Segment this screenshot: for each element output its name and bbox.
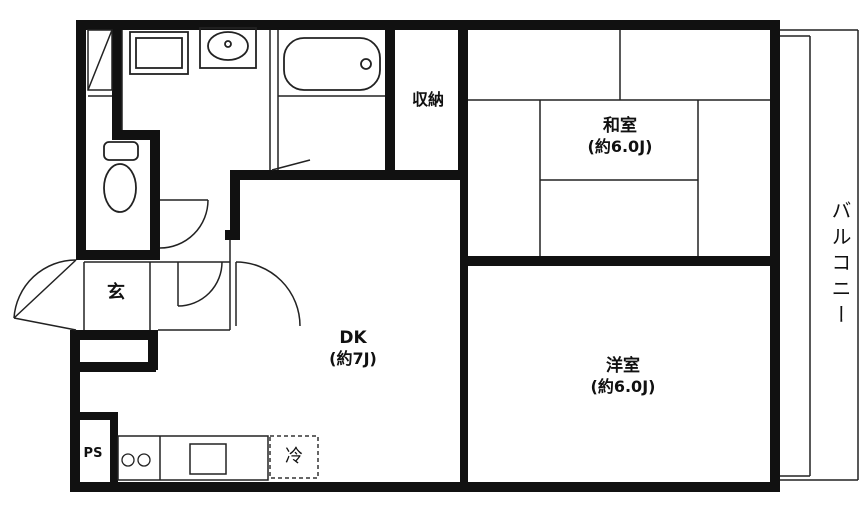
washitsu-label: 和室 (約6.0J) xyxy=(570,116,670,157)
balcony-outline xyxy=(780,29,859,481)
washbasin xyxy=(129,27,257,75)
dk-name: DK xyxy=(339,328,367,348)
washitsu-name: 和室 xyxy=(603,116,637,136)
detail-lines xyxy=(83,29,770,481)
kitchen-burner-label: OO xyxy=(120,449,156,465)
balcony-label: バルコニー xyxy=(828,200,852,330)
yoshitsu-name: 洋室 xyxy=(606,356,640,376)
interior-walls xyxy=(76,28,776,490)
kitchen-burner-marks xyxy=(121,453,151,467)
outer-walls xyxy=(70,20,780,492)
yoshitsu-size: (約6.0J) xyxy=(590,377,656,397)
toilet xyxy=(103,141,139,213)
washitsu-size: (約6.0J) xyxy=(587,137,653,157)
door-swings xyxy=(13,159,311,331)
yoshitsu-label: 洋室 (約6.0J) xyxy=(568,356,678,397)
bathtub xyxy=(283,37,381,91)
dk-size: (約7J) xyxy=(329,349,377,369)
dk-label: DK (約7J) xyxy=(308,328,398,369)
shuno-label: 収納 xyxy=(411,90,444,109)
fridge-label: 冷 xyxy=(285,446,303,467)
ps-label: PS xyxy=(83,446,103,461)
fridge-outline xyxy=(269,435,319,479)
genkan-label: 玄 xyxy=(107,282,125,303)
